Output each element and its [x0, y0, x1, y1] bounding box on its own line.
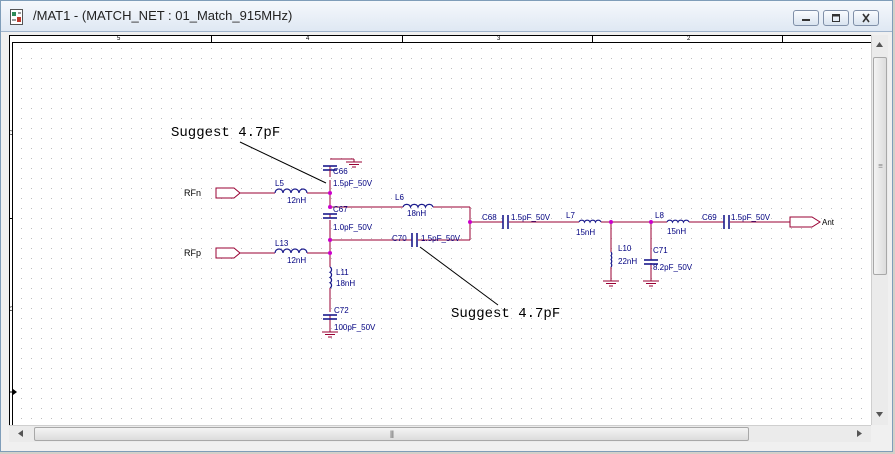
ref-l13: L13 [275, 239, 289, 248]
value-l11: 18nH [336, 279, 355, 288]
ref-c72: C72 [334, 306, 349, 315]
vertical-scroll-thumb[interactable]: ≡ [873, 57, 887, 275]
ref-c68: C68 [482, 213, 497, 222]
value-c71: 8.2pF_50V [653, 263, 693, 272]
junction-dot [328, 205, 332, 209]
vertical-scrollbar[interactable]: ≡ [871, 35, 888, 425]
zone-label-top-5: 5 [117, 36, 121, 42]
ground-symbols [322, 158, 659, 338]
ref-c70: C70 [392, 234, 407, 243]
window-title: /MAT1 - (MATCH_NET : 01_Match_915MHz) [33, 8, 293, 23]
junction-dot [328, 251, 332, 255]
restore-icon [832, 14, 840, 22]
junction-dot [649, 220, 653, 224]
close-button[interactable] [853, 10, 879, 26]
ref-l5: L5 [275, 179, 284, 188]
schematic-drawing: 5 4 3 2 D C [9, 35, 871, 425]
ref-l7: L7 [566, 211, 575, 220]
ref-l8: L8 [655, 211, 664, 220]
annotation-note-2: Suggest 4.7pF [451, 306, 560, 322]
port-rfn[interactable] [215, 187, 241, 199]
ground-icon [643, 280, 659, 287]
horizontal-scroll-thumb[interactable]: ||| [34, 427, 749, 441]
port-ant[interactable] [789, 216, 821, 228]
value-l8: 15nH [667, 227, 686, 236]
port-label-rfn: RFn [184, 188, 201, 198]
capacitor-c70[interactable] [411, 233, 418, 247]
value-l5: 12nH [287, 196, 306, 205]
schematic-document-icon [10, 9, 23, 25]
scroll-right-icon[interactable] [852, 426, 867, 441]
horizontal-scrollbar[interactable]: ||| [9, 425, 871, 442]
value-l7: 15nH [576, 228, 595, 237]
value-l13: 12nH [287, 256, 306, 265]
ref-c69: C69 [702, 213, 717, 222]
value-c68: 1.5pF_50V [511, 213, 551, 222]
schematic-canvas[interactable]: 5 4 3 2 D C [9, 35, 871, 425]
scroll-up-icon[interactable] [872, 37, 887, 52]
port-rfp[interactable] [215, 247, 241, 259]
zone-label-top-2: 2 [687, 36, 691, 42]
title-bar[interactable]: /MAT1 - (MATCH_NET : 01_Match_915MHz) [1, 1, 892, 32]
minimize-button[interactable] [793, 10, 819, 26]
border-arrow-icon [13, 389, 17, 395]
value-c70: 1.5pF_50V [421, 234, 461, 243]
capacitor-c67[interactable] [323, 213, 337, 219]
value-c69: 1.5pF_50V [731, 213, 771, 222]
inductor-l8[interactable] [666, 219, 690, 224]
scroll-left-icon[interactable] [13, 426, 28, 441]
zone-label-left-d: D [9, 131, 14, 137]
junction-dots [328, 191, 653, 255]
junction-dot [468, 220, 472, 224]
value-c66: 1.5pF_50V [333, 179, 373, 188]
ref-l6: L6 [395, 193, 404, 202]
port-label-rfp: RFp [184, 248, 201, 258]
inductor-l7[interactable] [578, 219, 602, 224]
sheet-border [9, 35, 871, 425]
inductor-l5[interactable] [274, 188, 308, 194]
capacitor-c68[interactable] [502, 215, 509, 229]
ground-icon [603, 280, 619, 287]
ref-c66: C66 [333, 167, 348, 176]
zone-label-left-c: C [9, 307, 14, 313]
inductor-l13[interactable] [274, 248, 308, 254]
scrollbar-corner [871, 425, 888, 442]
capacitor-c69[interactable] [723, 215, 730, 229]
value-l6: 18nH [407, 209, 426, 218]
zone-label-top-3: 3 [497, 36, 501, 42]
value-c67: 1.0pF_50V [333, 223, 373, 232]
junction-dot [328, 238, 332, 242]
ground-icon [322, 331, 338, 338]
inductor-l11[interactable] [328, 266, 333, 289]
value-l10: 22nH [618, 257, 637, 266]
minimize-icon [802, 19, 810, 21]
capacitor-c71[interactable] [644, 259, 658, 265]
annotation-note-1: Suggest 4.7pF [171, 125, 280, 141]
annotation-leaders [239, 141, 499, 306]
junction-dot [609, 220, 613, 224]
ref-l10: L10 [618, 244, 632, 253]
net-wires [240, 166, 790, 332]
zone-label-top-4: 4 [306, 36, 310, 42]
scroll-down-icon[interactable] [872, 407, 887, 422]
grip-icon: ≡ [878, 161, 883, 171]
ref-c67: C67 [333, 205, 348, 214]
ref-l11: L11 [336, 268, 349, 277]
capacitor-c72[interactable] [323, 314, 337, 320]
value-c72: 100pF_50V [334, 323, 376, 332]
port-label-ant: Ant [822, 218, 835, 227]
inductor-l6[interactable] [402, 203, 434, 209]
junction-dot [328, 191, 332, 195]
ref-c71: C71 [653, 246, 668, 255]
close-icon [862, 13, 870, 23]
restore-button[interactable] [823, 10, 849, 26]
ground-icon [330, 158, 362, 168]
grip-icon: ||| [389, 429, 394, 439]
inductor-l10[interactable] [610, 251, 613, 268]
